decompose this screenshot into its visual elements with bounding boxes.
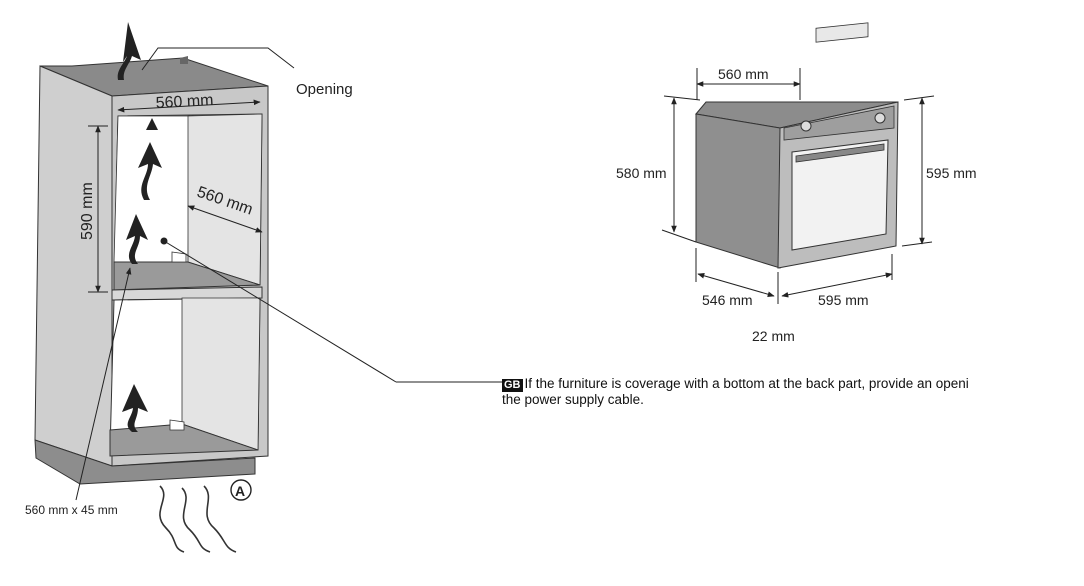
oven-width-label: 560 mm [718, 66, 769, 82]
oven-front-width-label: 595 mm [818, 292, 869, 308]
cabinet-height-label: 590 mm [79, 182, 96, 240]
oven-drawing [661, 22, 935, 304]
note-text-2: the power supply cable. [502, 392, 644, 407]
cabinet-width-label: 560 mm [155, 92, 214, 112]
oven-panel-depth-label: 22 mm [752, 328, 795, 344]
oven-front-height-label: 595 mm [926, 165, 977, 181]
cabinet-drawing [34, 22, 520, 553]
oven-depth-label: 546 mm [702, 292, 753, 308]
note-text-1: If the furniture is coverage with a bott… [524, 376, 969, 391]
marker-a-label: A [235, 483, 245, 499]
vent-size-label: 560 mm x 45 mm [25, 503, 118, 517]
opening-label: Opening [296, 81, 353, 98]
oven-body-height-label: 580 mm [616, 165, 667, 181]
language-badge: GB [502, 379, 523, 392]
